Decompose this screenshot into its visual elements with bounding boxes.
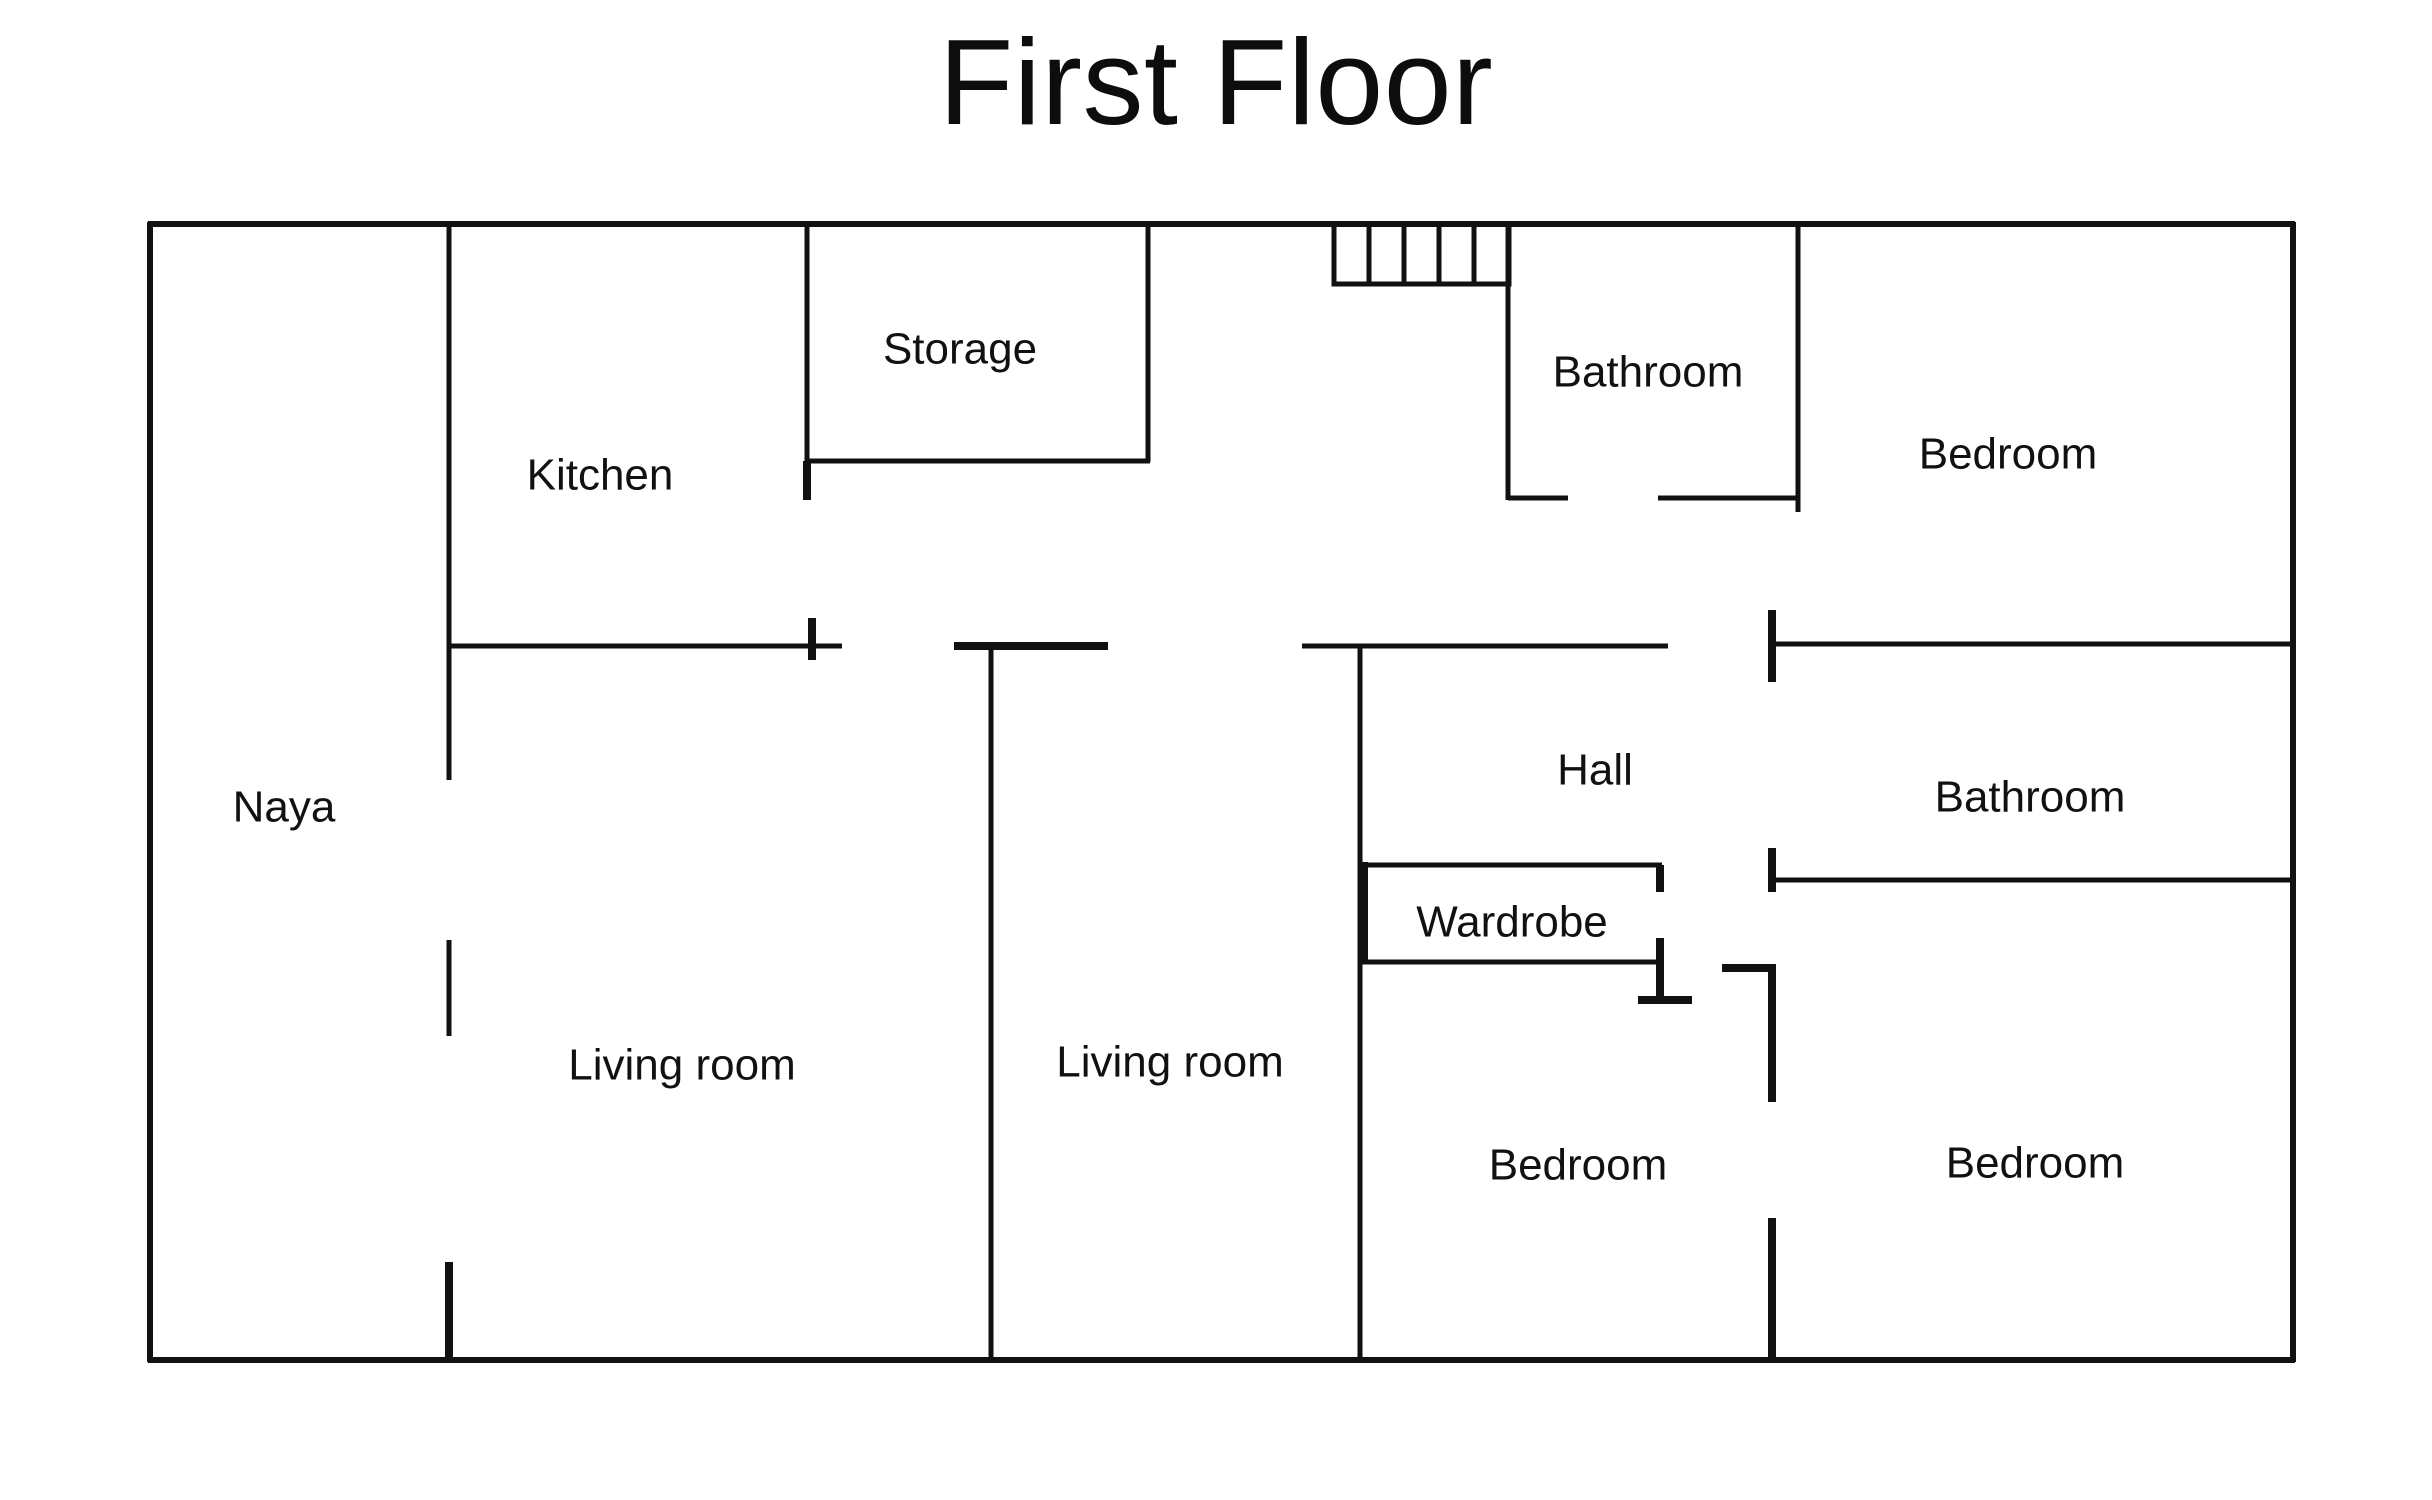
room-label-kitchen: Kitchen xyxy=(527,451,674,500)
room-label-bathroom-top: Bathroom xyxy=(1553,348,1744,397)
room-label-wardrobe: Wardrobe xyxy=(1416,898,1608,947)
room-label-naya: Naya xyxy=(233,783,336,832)
room-label-bathroom-right: Bathroom xyxy=(1935,773,2126,822)
room-label-living-room-right: Living room xyxy=(1056,1038,1283,1087)
room-label-storage: Storage xyxy=(883,325,1037,374)
room-label-living-room-left: Living room xyxy=(568,1041,795,1090)
room-label-bedroom-bottom-right: Bedroom xyxy=(1946,1139,2125,1188)
staircase-icon xyxy=(1331,221,1512,287)
interior-walls-group xyxy=(445,224,2295,1362)
room-label-bedroom-mid: Bedroom xyxy=(1489,1141,1668,1190)
room-label-bedroom-top-right: Bedroom xyxy=(1919,430,2098,479)
room-label-hall: Hall xyxy=(1557,746,1633,795)
page-title: First Floor xyxy=(938,14,1494,150)
staircase-outline xyxy=(1331,221,1512,287)
outer-walls-group xyxy=(147,221,2296,1363)
